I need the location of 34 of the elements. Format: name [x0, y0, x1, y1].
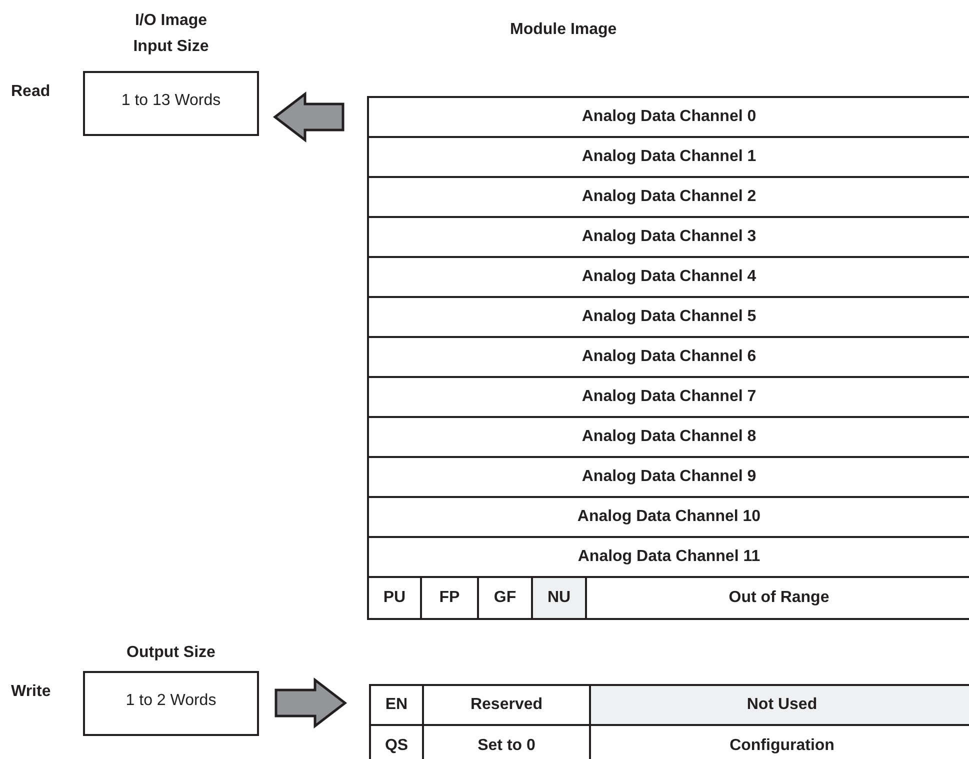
cell-text: QS	[384, 736, 408, 756]
cell-text: Reserved	[470, 695, 543, 715]
cell-text: Configuration	[730, 736, 834, 756]
row-text: Analog Data Channel 11	[578, 547, 760, 567]
row-text: Analog Data Channel 7	[582, 387, 756, 407]
row-text: Analog Data Channel 0	[582, 107, 756, 127]
row-text: Analog Data Channel 2	[582, 187, 756, 207]
size-text: 1 to 13 Words	[121, 91, 221, 111]
cell-text: FP	[439, 588, 460, 608]
row-text: Analog Data Channel 1	[582, 147, 756, 167]
row-text: Analog Data Channel 10	[577, 507, 761, 527]
row-text: Analog Data Channel 5	[582, 307, 756, 327]
cell-text: Out of Range	[728, 588, 830, 608]
size-text: 1 to 2 Words	[126, 691, 216, 711]
block-arrow	[272, 91, 344, 143]
cell-text: PU	[383, 588, 406, 608]
column-heading: I/O Image Input Size	[132, 11, 210, 57]
cell-text: GF	[494, 588, 516, 608]
block-arrow	[274, 677, 348, 729]
table-heading: Module Image	[510, 20, 617, 40]
cell-text: NU	[547, 588, 571, 608]
cell-text: Set to 0	[478, 736, 536, 756]
row-text: Analog Data Channel 9	[582, 467, 756, 487]
row-text: Analog Data Channel 3	[582, 227, 756, 247]
row-text: Analog Data Channel 4	[582, 267, 756, 287]
cell-text: Not Used	[746, 695, 818, 715]
row-text: Analog Data Channel 8	[582, 427, 756, 447]
cell-text: EN	[385, 695, 408, 715]
operation-label: Read	[11, 82, 50, 102]
operation-label: Write	[11, 682, 51, 702]
row-text: Analog Data Channel 6	[582, 347, 756, 367]
column-heading: Output Size	[126, 643, 216, 663]
table-cell	[531, 576, 587, 620]
table-cell	[589, 684, 969, 726]
